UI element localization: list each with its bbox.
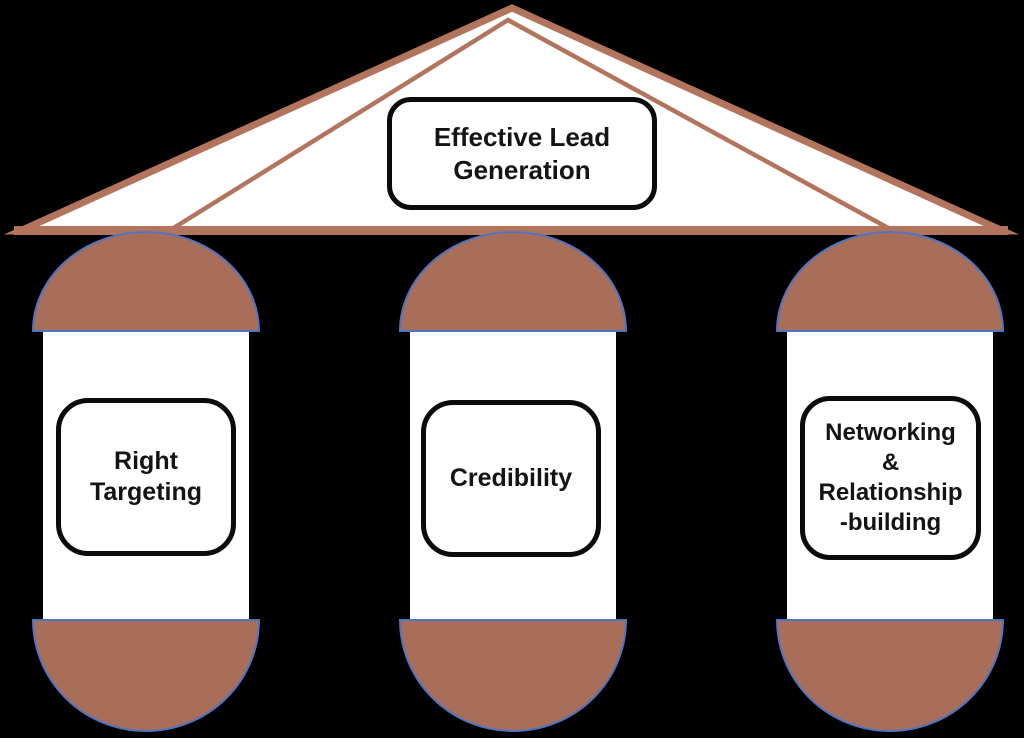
pillar-left-bottom-cap: [31, 619, 261, 732]
pillar-label-right-targeting: Right Targeting: [89, 447, 203, 506]
pillar-label-box-networking: Networking & Relationship -building: [800, 396, 981, 560]
pillar-label-credibility: Credibility: [449, 464, 573, 492]
pillar-middle-bottom-cap: [398, 619, 628, 732]
roof-base-bar: [14, 226, 1008, 235]
roof-label-box: Effective Lead Generation: [387, 97, 657, 210]
pillar-label-networking: Networking & Relationship -building: [818, 419, 963, 536]
pillar-right-top-cap: [775, 231, 1005, 332]
pillar-label-box-right-targeting: Right Targeting: [56, 398, 236, 556]
pillar-left: [31, 231, 261, 732]
pillar-middle-top-cap: [398, 231, 628, 332]
pillar-left-top-cap: [31, 231, 261, 332]
pillar-label-box-credibility: Credibility: [421, 400, 601, 557]
pillar-right-bottom-cap: [775, 619, 1005, 732]
roof-label: Effective Lead Generation: [433, 121, 611, 185]
